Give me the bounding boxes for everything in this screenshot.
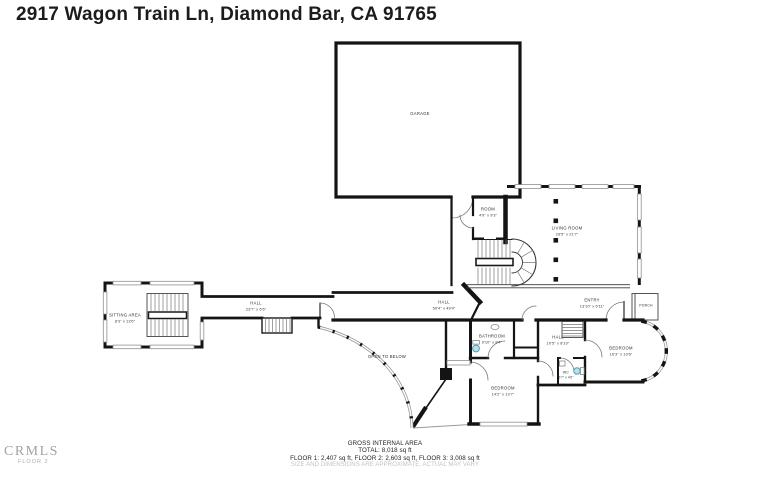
bay-window-wall xyxy=(641,319,668,383)
room-name: HALL xyxy=(250,300,262,306)
room-label-hall-west: HALL 23'7" x 6'6" xyxy=(246,300,266,311)
crmls-logo: CRMLS xyxy=(4,444,59,459)
sitting-area-staircase xyxy=(146,293,189,337)
room-name: GARAGE xyxy=(410,111,430,117)
room-dims: 29'5" x 21'7" xyxy=(555,231,579,237)
room-name: LIVING ROOM xyxy=(551,225,583,231)
room-dims: 9'10" x 8'4" xyxy=(481,339,503,345)
wc-sink-icon xyxy=(559,360,566,367)
curved-staircase xyxy=(460,238,537,323)
room-label-storage-room: ROOM 4'9" x 9'3" xyxy=(479,206,497,217)
room-dims: 8'3" x 13'6" xyxy=(114,318,136,324)
room-name: SITTING AREA xyxy=(109,312,141,318)
room-label-garage: GARAGE xyxy=(410,111,429,117)
area-summary: GROSS INTERNAL AREA TOTAL: 8,018 sq ft F… xyxy=(215,440,555,470)
room-label-bedroom-lower: BEDROOM 14'2" x 13'7" xyxy=(491,385,514,396)
room-dims: 10'5" x 8'10" xyxy=(546,340,570,346)
lower-bedroom-walls xyxy=(446,356,541,427)
floor-number-label: FLOOR 2 xyxy=(18,459,49,465)
curved-window-wall xyxy=(317,325,414,429)
room-label-hall-center: HALL 50'4" x 49'4" xyxy=(433,299,456,310)
room-label-entry: ENTRY 13'10" x 6'11" xyxy=(580,297,605,308)
room-name: HALL xyxy=(552,334,564,340)
room-dims: 16'3" x 13'6" xyxy=(609,351,633,357)
gross-internal-area-heading: GROSS INTERNAL AREA xyxy=(347,440,423,447)
room-name: OPEN TO BELOW xyxy=(367,354,407,360)
west-hall-walls xyxy=(200,295,335,334)
porch-outline xyxy=(631,293,659,321)
room-dims: 14'2" x 13'7" xyxy=(491,391,515,397)
entry-corridor xyxy=(466,284,630,321)
storage-room-walls xyxy=(450,194,508,287)
room-dims: 23'7" x 6'6" xyxy=(245,306,267,312)
room-dims: 5'7" x 4'6" xyxy=(558,375,574,380)
disclaimer: SIZE AND DIMENSIONS ARE APPROXIMATE, ACT… xyxy=(290,462,480,469)
room-name: BEDROOM xyxy=(491,385,515,391)
room-label-hall-lower: HALL 10'5" x 8'10" xyxy=(547,334,570,345)
room-label-sitting-area: SITTING AREA 8'3" x 13'6" xyxy=(109,312,141,323)
page-title: 2917 Wagon Train Ln, Diamond Bar, CA 917… xyxy=(16,4,437,25)
sink-icon xyxy=(490,323,500,330)
room-dims: 13'10" x 6'11" xyxy=(579,303,605,309)
right-bedroom-walls xyxy=(583,319,668,384)
floor-areas: FLOOR 1: 2,407 sq ft, FLOOR 2: 2,603 sq … xyxy=(290,454,480,462)
wc-toilet-icon xyxy=(573,367,585,375)
toilet-icon xyxy=(472,340,480,353)
room-label-living-room: LIVING ROOM 29'5" x 21'7" xyxy=(552,225,583,236)
room-name: BEDROOM xyxy=(609,345,633,351)
center-hall-walls xyxy=(317,291,645,329)
garage-walls xyxy=(334,41,522,219)
living-room-windows xyxy=(514,184,642,279)
room-label-open-to-below: OPEN TO BELOW xyxy=(368,354,406,360)
sitting-area-walls xyxy=(102,280,205,350)
room-label-wc: WC 5'7" x 4'6" xyxy=(558,370,573,379)
room-name: ROOM xyxy=(480,206,496,212)
room-name: ENTRY xyxy=(584,297,600,303)
open-to-below-area xyxy=(317,320,471,429)
room-label-bathroom: BATHROOM 9'10" x 8'4" xyxy=(479,333,505,344)
living-room-walls xyxy=(507,184,642,285)
room-name: HALL xyxy=(438,299,450,305)
crmls-watermark: CRMLS FLOOR 2 xyxy=(4,444,59,465)
room-dims: 50'4" x 49'4" xyxy=(432,305,456,311)
room-name: PORCH xyxy=(639,303,653,308)
room-dims: 4'9" x 9'3" xyxy=(478,212,498,218)
room-label-bedroom-right: BEDROOM 16'3" x 13'6" xyxy=(609,345,632,356)
bathroom-walls xyxy=(468,318,540,360)
sitting-area-windows xyxy=(102,280,205,350)
living-room-columns xyxy=(553,199,559,282)
room-name: BATHROOM xyxy=(479,333,505,339)
total-area: TOTAL: 8,018 sq ft xyxy=(358,447,412,455)
room-name: WC xyxy=(562,370,570,375)
room-label-porch: PORCH xyxy=(639,304,653,309)
